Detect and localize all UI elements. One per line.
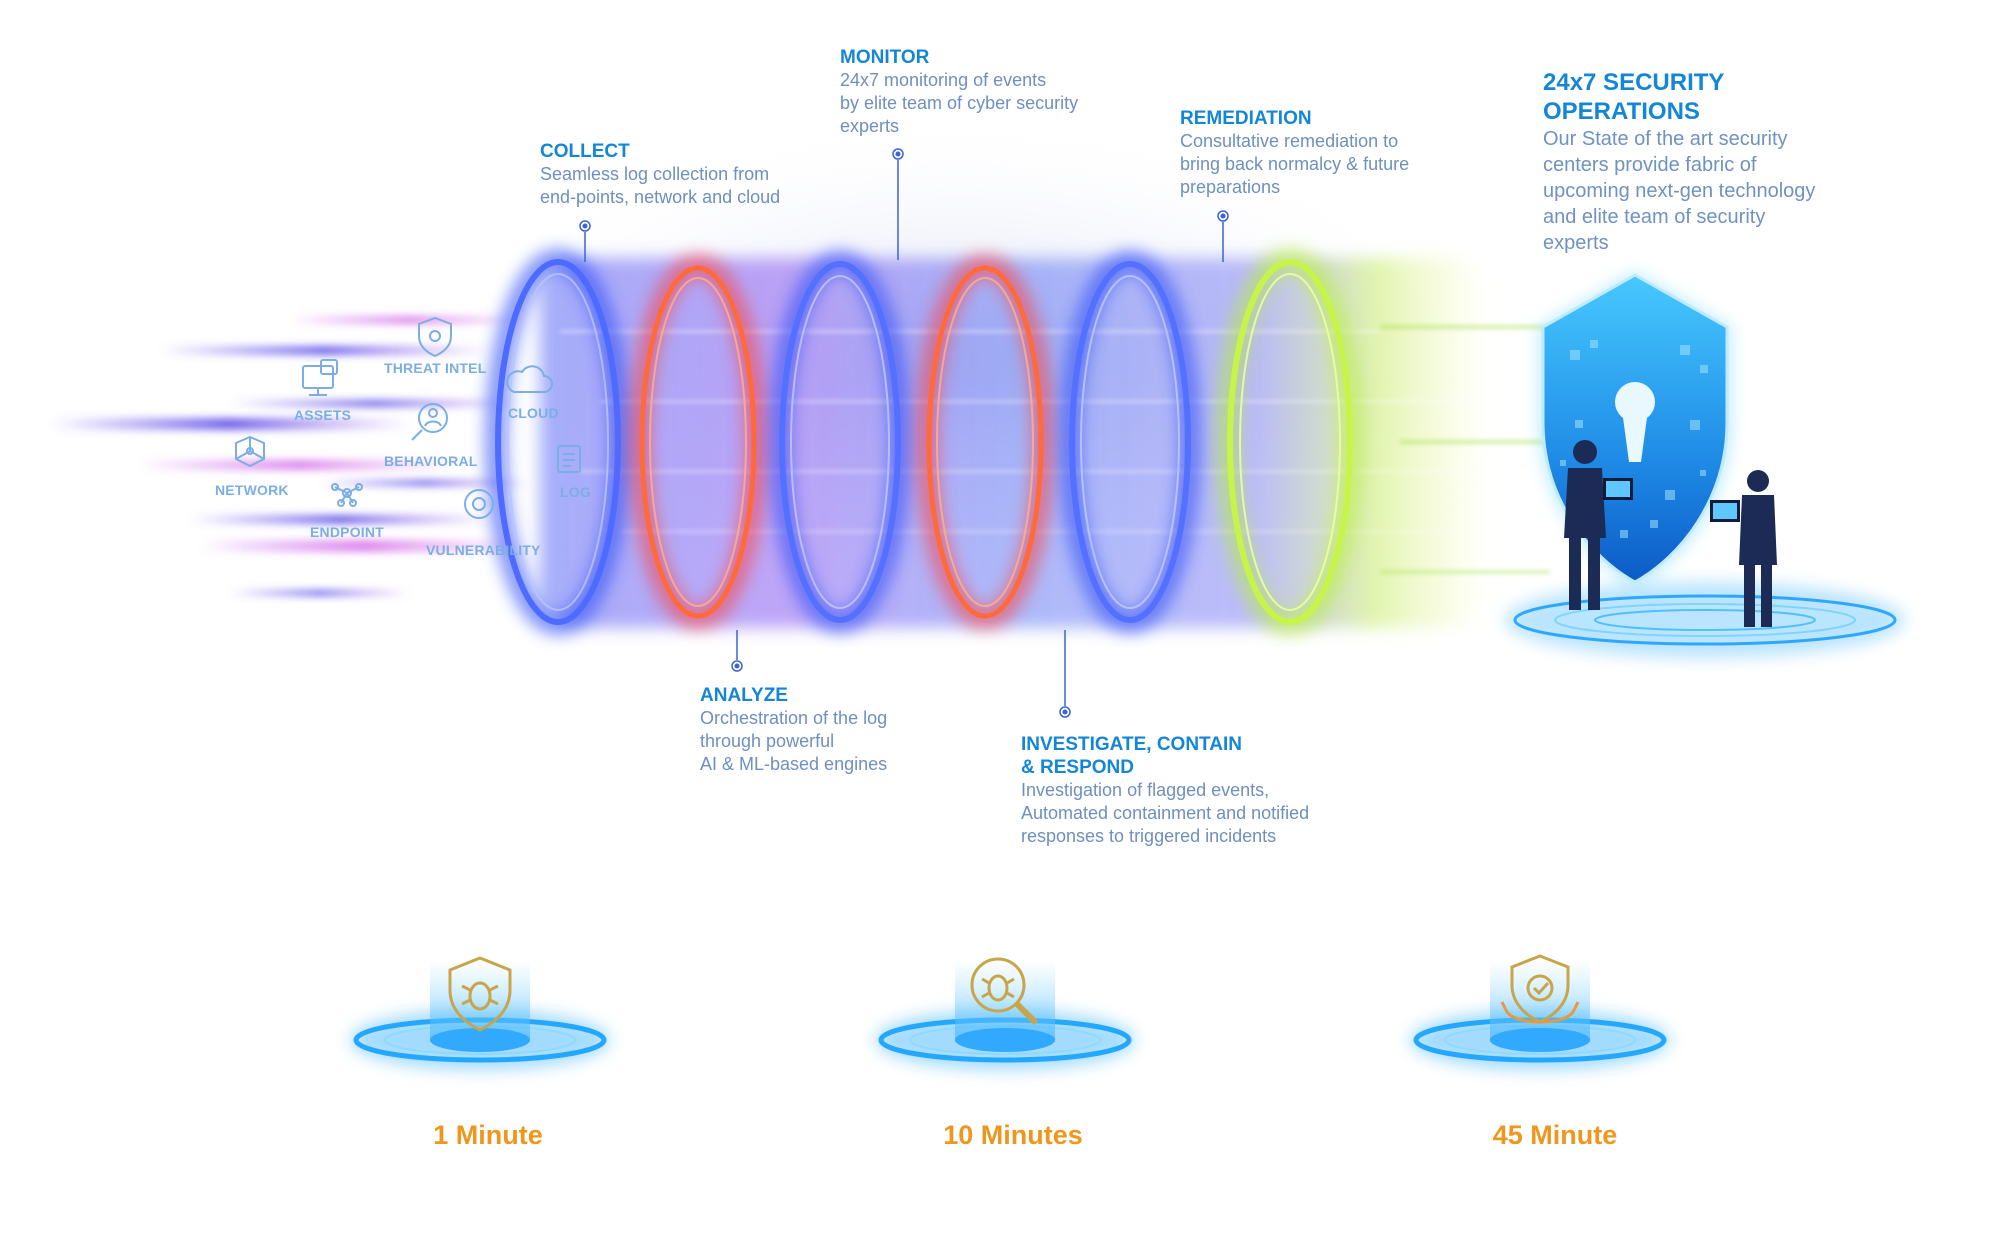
bug-magnifier-icon bbox=[970, 957, 1039, 1026]
analyst-figure-left bbox=[1564, 440, 1633, 610]
callout-remediation-title: REMEDIATION bbox=[1180, 108, 1312, 129]
callout-remediation-line: Consultative remediation to bbox=[1180, 131, 1399, 151]
callout-investigate-line: Investigation of flagged events, bbox=[1021, 780, 1270, 800]
log-icon bbox=[557, 445, 581, 473]
cloud-icon bbox=[506, 365, 553, 393]
callout-investigate-title: & RESPOND bbox=[1021, 757, 1134, 778]
source-label-network: NETWORK bbox=[215, 482, 289, 498]
source-label-endpoint: ENDPOINT bbox=[310, 524, 384, 540]
callout-collect-line: Seamless log collection from bbox=[540, 164, 770, 184]
callout-collect: COLLECT Seamless log collection from end… bbox=[540, 140, 780, 209]
source-label-log: LOG bbox=[560, 484, 591, 500]
source-icons bbox=[235, 316, 581, 519]
ring-collect bbox=[485, 249, 631, 635]
source-label-cloud: CLOUD bbox=[508, 405, 559, 421]
callout-remediation-line: bring back normalcy & future bbox=[1180, 154, 1410, 174]
callout-investigate-line: responses to triggered incidents bbox=[1021, 826, 1277, 846]
timer-detect: 1 Minute bbox=[433, 1120, 543, 1150]
source-label-threat-intel: THREAT INTEL bbox=[384, 360, 487, 376]
callout-analyze-line: through powerful bbox=[700, 731, 835, 751]
source-label-vulnerability: VULNERABILITY bbox=[426, 542, 541, 558]
threat-intel-icon bbox=[418, 316, 452, 358]
ring-analyze bbox=[629, 255, 767, 629]
callout-connectors bbox=[579, 148, 1229, 718]
timer-investigate: 10 Minutes bbox=[943, 1120, 1083, 1150]
data-streaks bbox=[50, 316, 530, 596]
security-operations-line: upcoming next-gen technology bbox=[1543, 180, 1816, 202]
callout-analyze-line: AI & ML-based engines bbox=[700, 754, 888, 774]
callout-investigate-title: INVESTIGATE, CONTAIN bbox=[1021, 734, 1242, 755]
callout-security-operations: 24x7 SECURITY OPERATIONS Our State of th… bbox=[1543, 68, 1873, 256]
callout-analyze-title: ANALYZE bbox=[700, 685, 788, 706]
security-operations-line: centers provide fabric of bbox=[1543, 154, 1757, 176]
security-operations-line: Our State of the art security bbox=[1543, 128, 1788, 150]
callout-collect-line: end-points, network and cloud bbox=[540, 187, 781, 207]
endpoint-icon bbox=[331, 483, 363, 507]
security-operations-illustration bbox=[1505, 272, 1905, 658]
callout-monitor-line: experts bbox=[840, 116, 900, 136]
security-operations-title: OPERATIONS bbox=[1543, 98, 1700, 125]
process-rings bbox=[485, 248, 1364, 636]
timer-pedestal-2 bbox=[875, 957, 1135, 1070]
callout-monitor-line: 24x7 monitoring of events bbox=[840, 70, 1047, 90]
analyst-figure-right bbox=[1710, 470, 1777, 627]
security-operations-line: experts bbox=[1543, 232, 1609, 254]
check-shield-icon bbox=[1500, 954, 1580, 1024]
ring-monitor bbox=[769, 251, 911, 633]
ring-remediation bbox=[1059, 251, 1201, 633]
vulnerability-icon bbox=[464, 489, 494, 519]
assets-icon bbox=[302, 359, 338, 396]
shield-keyhole-icon bbox=[1539, 272, 1731, 587]
source-label-assets: ASSETS bbox=[294, 407, 352, 423]
network-icon bbox=[235, 435, 265, 468]
callout-monitor-title: MONITOR bbox=[840, 47, 930, 68]
callout-monitor: MONITOR 24x7 monitoring of events by eli… bbox=[840, 46, 1078, 138]
ring-investigate bbox=[916, 255, 1054, 629]
timer-resolve: 45 Minute bbox=[1492, 1120, 1618, 1150]
ring-resolved bbox=[1216, 248, 1364, 636]
callout-monitor-line: by elite team of cyber security bbox=[840, 93, 1079, 113]
timer-pedestal-3 bbox=[1410, 954, 1670, 1070]
bug-shield-icon bbox=[448, 956, 512, 1032]
callout-remediation-line: preparations bbox=[1180, 177, 1281, 197]
timer-pedestal-1 bbox=[350, 956, 610, 1070]
behavioral-icon bbox=[411, 403, 448, 441]
callout-investigate-line: Automated containment and notified bbox=[1021, 803, 1310, 823]
security-operations-title: 24x7 SECURITY bbox=[1543, 69, 1725, 96]
callout-collect-title: COLLECT bbox=[540, 141, 630, 162]
callout-investigate: INVESTIGATE, CONTAIN & RESPOND Investiga… bbox=[1021, 733, 1309, 848]
callout-analyze-line: Orchestration of the log bbox=[700, 708, 888, 728]
security-operations-line: and elite team of security bbox=[1543, 206, 1766, 228]
callout-analyze: ANALYZE Orchestration of the log through… bbox=[700, 684, 887, 776]
callout-remediation: REMEDIATION Consultative remediation to … bbox=[1180, 107, 1409, 199]
source-label-behavioral: BEHAVIORAL bbox=[384, 453, 478, 469]
